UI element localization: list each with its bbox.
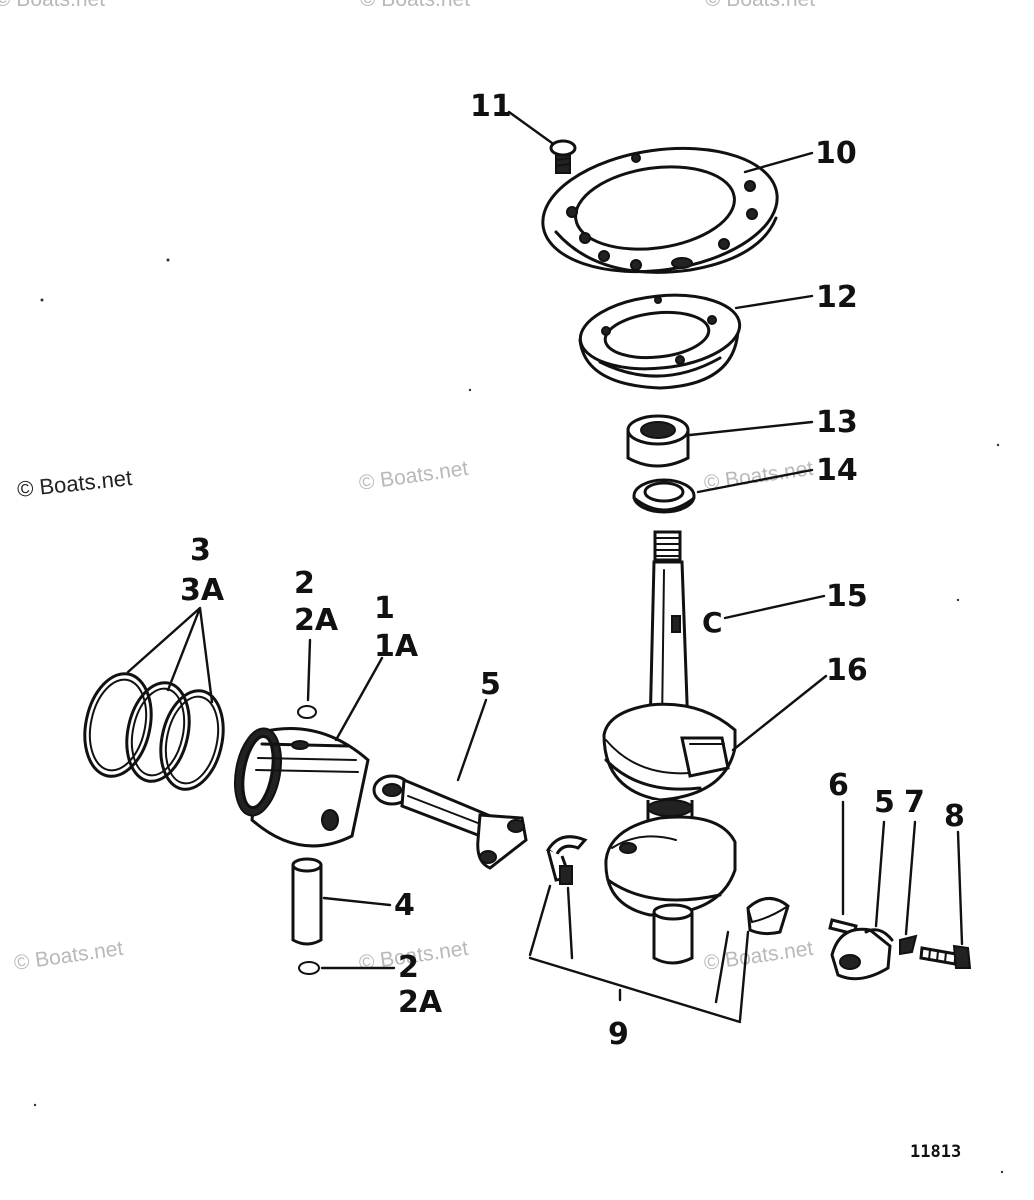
- part-10-retainer-plate: [541, 146, 779, 274]
- leader-4: [322, 896, 392, 907]
- callout-4: 4: [394, 888, 415, 923]
- callout-3a: 3A: [180, 573, 225, 608]
- part-15-key-label: C: [702, 606, 723, 639]
- part-5-connecting-rod: [372, 774, 528, 870]
- callout-7: 7: [904, 785, 925, 820]
- part-13-bushing: [626, 414, 690, 468]
- callout-10: 10: [815, 136, 857, 171]
- callout-14: 14: [816, 453, 858, 488]
- callout-6: 6: [828, 768, 849, 803]
- callout-12: 12: [816, 280, 858, 315]
- callout-8: 8: [944, 799, 965, 834]
- watermark-mid-right: © Boats.net: [702, 457, 814, 495]
- leader-5-cap: [874, 820, 886, 928]
- part-16-crankshaft: [602, 530, 737, 965]
- part-11-screw: [549, 139, 577, 174]
- leader-1: [334, 656, 384, 742]
- scan-speck: [468, 388, 472, 392]
- callout-15: 15: [826, 579, 868, 614]
- callout-2-top: 2: [294, 566, 315, 601]
- leader-7: [904, 820, 917, 936]
- leader-14: [696, 468, 814, 494]
- part-9-bearing-halves: [546, 835, 790, 936]
- callout-1: 1: [374, 591, 395, 626]
- leader-12: [734, 294, 814, 310]
- leader-3: [126, 606, 214, 704]
- part-5-rod-cap: [830, 927, 894, 981]
- scan-speck: [1000, 1170, 1004, 1174]
- watermark-bottom-right: © Boats.net: [702, 937, 814, 975]
- leader-16: [731, 674, 828, 752]
- callout-1a: 1A: [374, 629, 419, 664]
- callout-5-cap: 5: [874, 785, 895, 820]
- callout-2a-top: 2A: [294, 603, 339, 638]
- watermark-top-center: © Boats.net: [360, 0, 470, 11]
- leader-9: [528, 884, 750, 1024]
- watermark-mid-center: © Boats.net: [357, 457, 469, 495]
- callout-11: 11: [470, 89, 512, 124]
- leader-11: [507, 110, 554, 145]
- callout-2-bottom: 2: [398, 950, 419, 985]
- callout-3: 3: [190, 533, 211, 568]
- part-14-bearing: [632, 478, 696, 514]
- watermark-mid-left: © Boats.net: [16, 465, 133, 502]
- watermark-top-left: © Boats.net: [0, 0, 105, 11]
- part-7-lock-washer: [899, 934, 918, 956]
- leader-13: [688, 420, 814, 437]
- scan-speck: [40, 298, 44, 302]
- part-1-piston: [234, 727, 370, 848]
- callout-2a-bottom: 2A: [398, 985, 443, 1020]
- scan-speck: [166, 258, 170, 262]
- leader-5-rod: [456, 698, 488, 782]
- part-2-clip-top: [297, 705, 317, 719]
- part-12-seal-housing: [578, 293, 742, 390]
- callout-16: 16: [826, 653, 868, 688]
- part-3-piston-rings: [83, 672, 225, 791]
- part-4-wrist-pin: [291, 857, 323, 946]
- part-2-clip-bottom: [298, 961, 320, 975]
- scan-speck: [33, 1103, 37, 1107]
- leader-10: [743, 151, 814, 174]
- watermark-bottom-left: © Boats.net: [12, 937, 124, 975]
- leader-15: [723, 594, 826, 620]
- figure-number: 11813: [910, 1142, 961, 1162]
- scan-speck: [996, 443, 1000, 447]
- leader-8: [956, 830, 964, 946]
- scan-speck: [956, 598, 960, 602]
- callout-5-rod: 5: [480, 667, 501, 702]
- callout-9: 9: [608, 1017, 629, 1052]
- part-8-bolt: [919, 944, 972, 969]
- watermark-top-right: © Boats.net: [705, 0, 815, 11]
- leader-2-top: [306, 638, 312, 702]
- callout-13: 13: [816, 405, 858, 440]
